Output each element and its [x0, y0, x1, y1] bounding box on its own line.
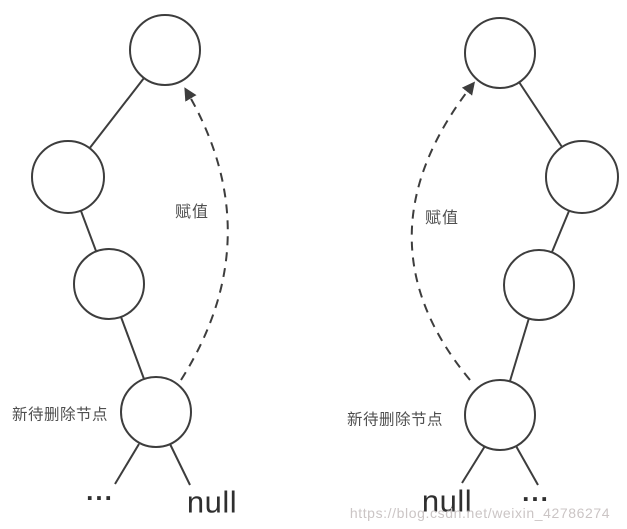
right-tree-edge-n2-to-n3 [551, 210, 570, 253]
watermark: https://blog.csdn.net/weixin_42786274 [349, 505, 611, 521]
right-tree-root-node [464, 17, 536, 89]
right-delete-node-label: 新待删除节点 [346, 411, 444, 429]
left-null-label: null [186, 484, 238, 520]
right-ellipsis-label: ... [522, 477, 550, 507]
left-tree-root-node [129, 14, 201, 86]
left-tree-edge-root-to-n2 [88, 77, 145, 150]
right-tree-node-3 [503, 249, 575, 321]
right-tree-edge-delete-to-null [461, 445, 486, 484]
right-tree-node-2 [545, 140, 619, 214]
right-tree-edge-n3-to-delete [509, 317, 530, 382]
left-tree-delete-node [120, 376, 192, 448]
left-assign-label: 赋值 [174, 204, 210, 221]
left-tree-edge-n3-to-delete [120, 316, 145, 380]
left-tree-node-2 [31, 140, 105, 214]
left-tree-edge-delete-to-ellipsis [114, 443, 140, 485]
right-tree-edge-root-to-n2 [518, 81, 563, 148]
left-ellipsis-label: ... [86, 476, 114, 506]
left-tree-node-3 [73, 248, 145, 320]
right-tree-delete-node [464, 379, 536, 451]
left-assign-arrow [180, 87, 229, 381]
right-tree-edge-delete-to-ellipsis [515, 445, 539, 486]
left-tree-edge-delete-to-null [169, 443, 191, 486]
left-tree-edge-n2-to-n3 [80, 210, 97, 252]
right-assign-label: 赋值 [424, 210, 460, 227]
left-delete-node-label: 新待删除节点 [11, 406, 109, 424]
right-assign-arrow [410, 81, 476, 381]
right-null-label: null [421, 483, 473, 519]
